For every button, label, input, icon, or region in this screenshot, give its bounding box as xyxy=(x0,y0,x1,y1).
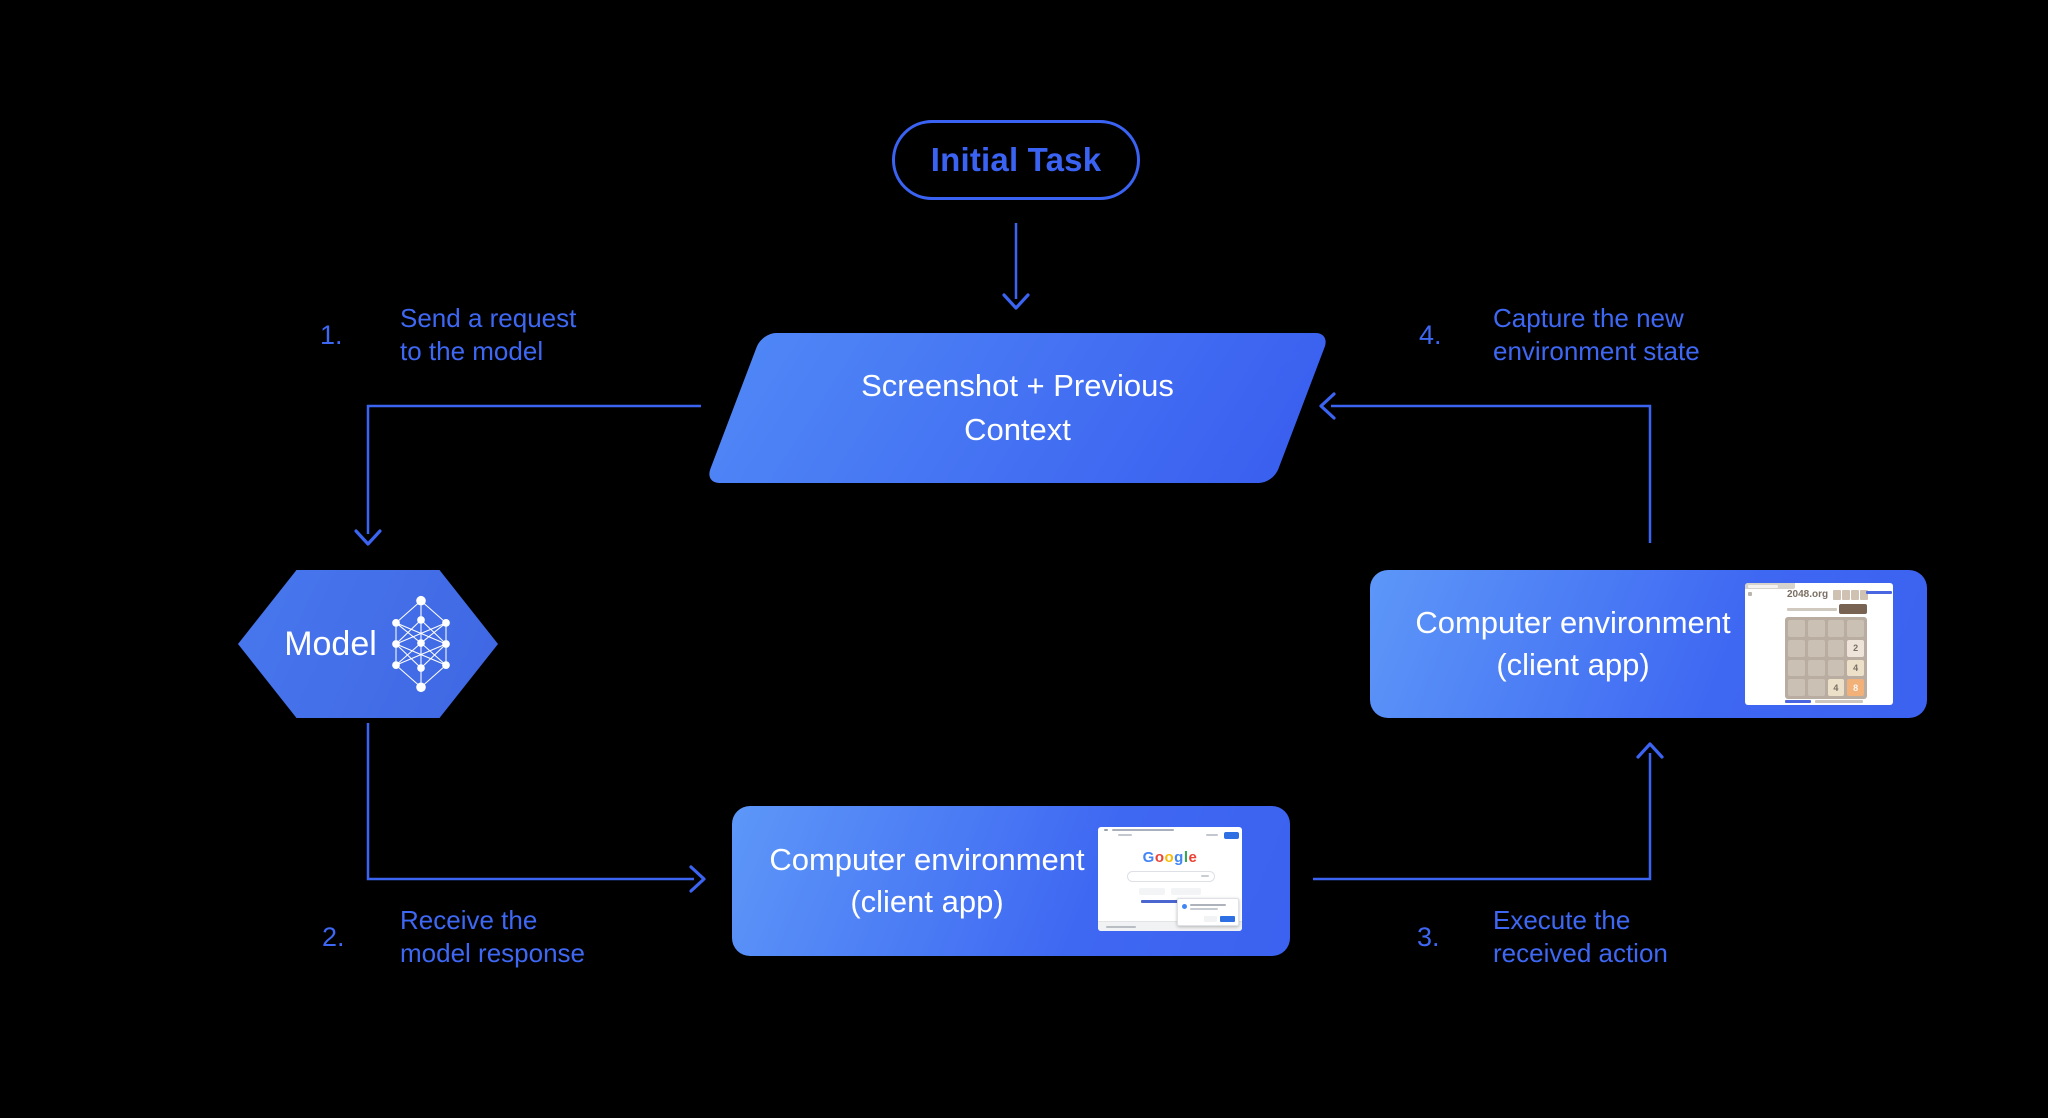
model-label: Model xyxy=(284,624,377,663)
dialog-secondary-button xyxy=(1204,916,1217,922)
grid-cell xyxy=(1788,659,1805,677)
grid-cell xyxy=(1807,620,1825,637)
initial-task-label: Initial Task xyxy=(930,141,1102,178)
model-node: Model xyxy=(238,570,498,718)
step-1-label: 1. Send a request to the model xyxy=(320,303,577,366)
grid-cell xyxy=(1807,679,1825,696)
google-logo-letter: o xyxy=(1154,849,1165,866)
step-4-label: 4. Capture the new environment state xyxy=(1419,303,1700,366)
google-logo-letter: l xyxy=(1183,849,1189,866)
grid-cell xyxy=(1827,659,1845,677)
grid-cell xyxy=(1827,620,1845,637)
score-box xyxy=(1860,590,1868,600)
arrow-env-to-env-line xyxy=(1313,753,1652,881)
arrow-right-icon xyxy=(689,865,706,893)
step-2-label: 2. Receive the model response xyxy=(322,905,585,968)
google-logo: Google xyxy=(1098,849,1242,866)
google-g-icon xyxy=(1182,904,1187,909)
grid-cell xyxy=(1788,639,1805,657)
step-2-number: 2. xyxy=(322,921,345,952)
game-tile: 2 xyxy=(1847,639,1864,657)
browser-url-text xyxy=(1112,829,1174,831)
browser-menu-text xyxy=(1118,834,1132,836)
language-links-text xyxy=(1141,900,1199,903)
arrow-context-to-model-line xyxy=(366,404,701,534)
footer-link-text xyxy=(1785,700,1811,703)
arrow-model-to-env-line xyxy=(366,723,694,881)
footer-text xyxy=(1815,700,1863,703)
score-box xyxy=(1833,590,1841,600)
browser-url-text xyxy=(1104,829,1108,831)
score-box xyxy=(1842,590,1850,600)
env-client-right-node: Computer environment (client app) 2048.o… xyxy=(1370,570,1927,718)
google-search-thumbnail: Google xyxy=(1098,827,1242,931)
new-game-button xyxy=(1839,604,1867,614)
signin-dialog xyxy=(1177,898,1239,926)
arrow-up-icon xyxy=(1636,742,1664,759)
footer-links-text xyxy=(1106,926,1136,928)
subtitle-text xyxy=(1787,608,1837,611)
dialog-text xyxy=(1190,908,1218,910)
step-3-number: 3. xyxy=(1417,921,1440,952)
env-client-right-label: Computer environment (client app) xyxy=(1415,605,1731,682)
search-buttons-row xyxy=(1098,888,1242,895)
google-logo-letter: o xyxy=(1164,849,1175,866)
sign-in-button xyxy=(1224,832,1239,839)
step-4-number: 4. xyxy=(1419,319,1442,350)
grid-cell xyxy=(1847,620,1864,637)
header-links-text xyxy=(1866,591,1892,594)
nav-links-text xyxy=(1206,834,1218,836)
dialog-text xyxy=(1190,904,1226,906)
arrow-left-icon xyxy=(1319,392,1336,420)
env-client-bottom-node: Computer environment (client app) Google xyxy=(732,806,1290,956)
neural-network-icon xyxy=(391,595,450,693)
browser-back-icon xyxy=(1748,592,1752,596)
grid-cell xyxy=(1807,659,1825,677)
grid-cell xyxy=(1788,620,1805,637)
step-1-number: 1. xyxy=(320,319,343,350)
arrow-down-icon xyxy=(354,529,382,546)
search-input xyxy=(1127,871,1215,882)
env-client-bottom-label: Computer environment (client app) xyxy=(769,842,1085,919)
grid-cell xyxy=(1827,639,1845,657)
game-tile: 8 xyxy=(1847,679,1864,696)
dialog-primary-button xyxy=(1220,916,1235,922)
footer-bar xyxy=(1098,921,1242,931)
google-search-button xyxy=(1139,888,1165,895)
initial-task-node: Initial Task xyxy=(892,120,1140,200)
arrow-env-to-context-line xyxy=(1331,404,1652,543)
google-logo-letter: g xyxy=(1174,849,1184,866)
google-logo-letter: G xyxy=(1142,849,1155,866)
game-tile: 4 xyxy=(1827,679,1845,696)
screenshot-context-label: Screenshot + Previous Context xyxy=(861,368,1174,447)
grid-cell xyxy=(1807,639,1825,657)
site-title: 2048.org xyxy=(1787,589,1829,600)
google-logo-letter: e xyxy=(1188,849,1198,866)
feeling-lucky-button xyxy=(1171,888,1201,895)
browser-tab-text xyxy=(1748,584,1778,588)
game-tile: 4 xyxy=(1847,659,1864,677)
step-3-label: 3. Execute the received action xyxy=(1417,905,1668,968)
grid-cell xyxy=(1788,679,1805,696)
mic-icon xyxy=(1201,875,1209,877)
arrow-down-icon xyxy=(1002,293,1030,310)
score-boxes xyxy=(1833,590,1868,600)
score-box xyxy=(1851,590,1859,600)
